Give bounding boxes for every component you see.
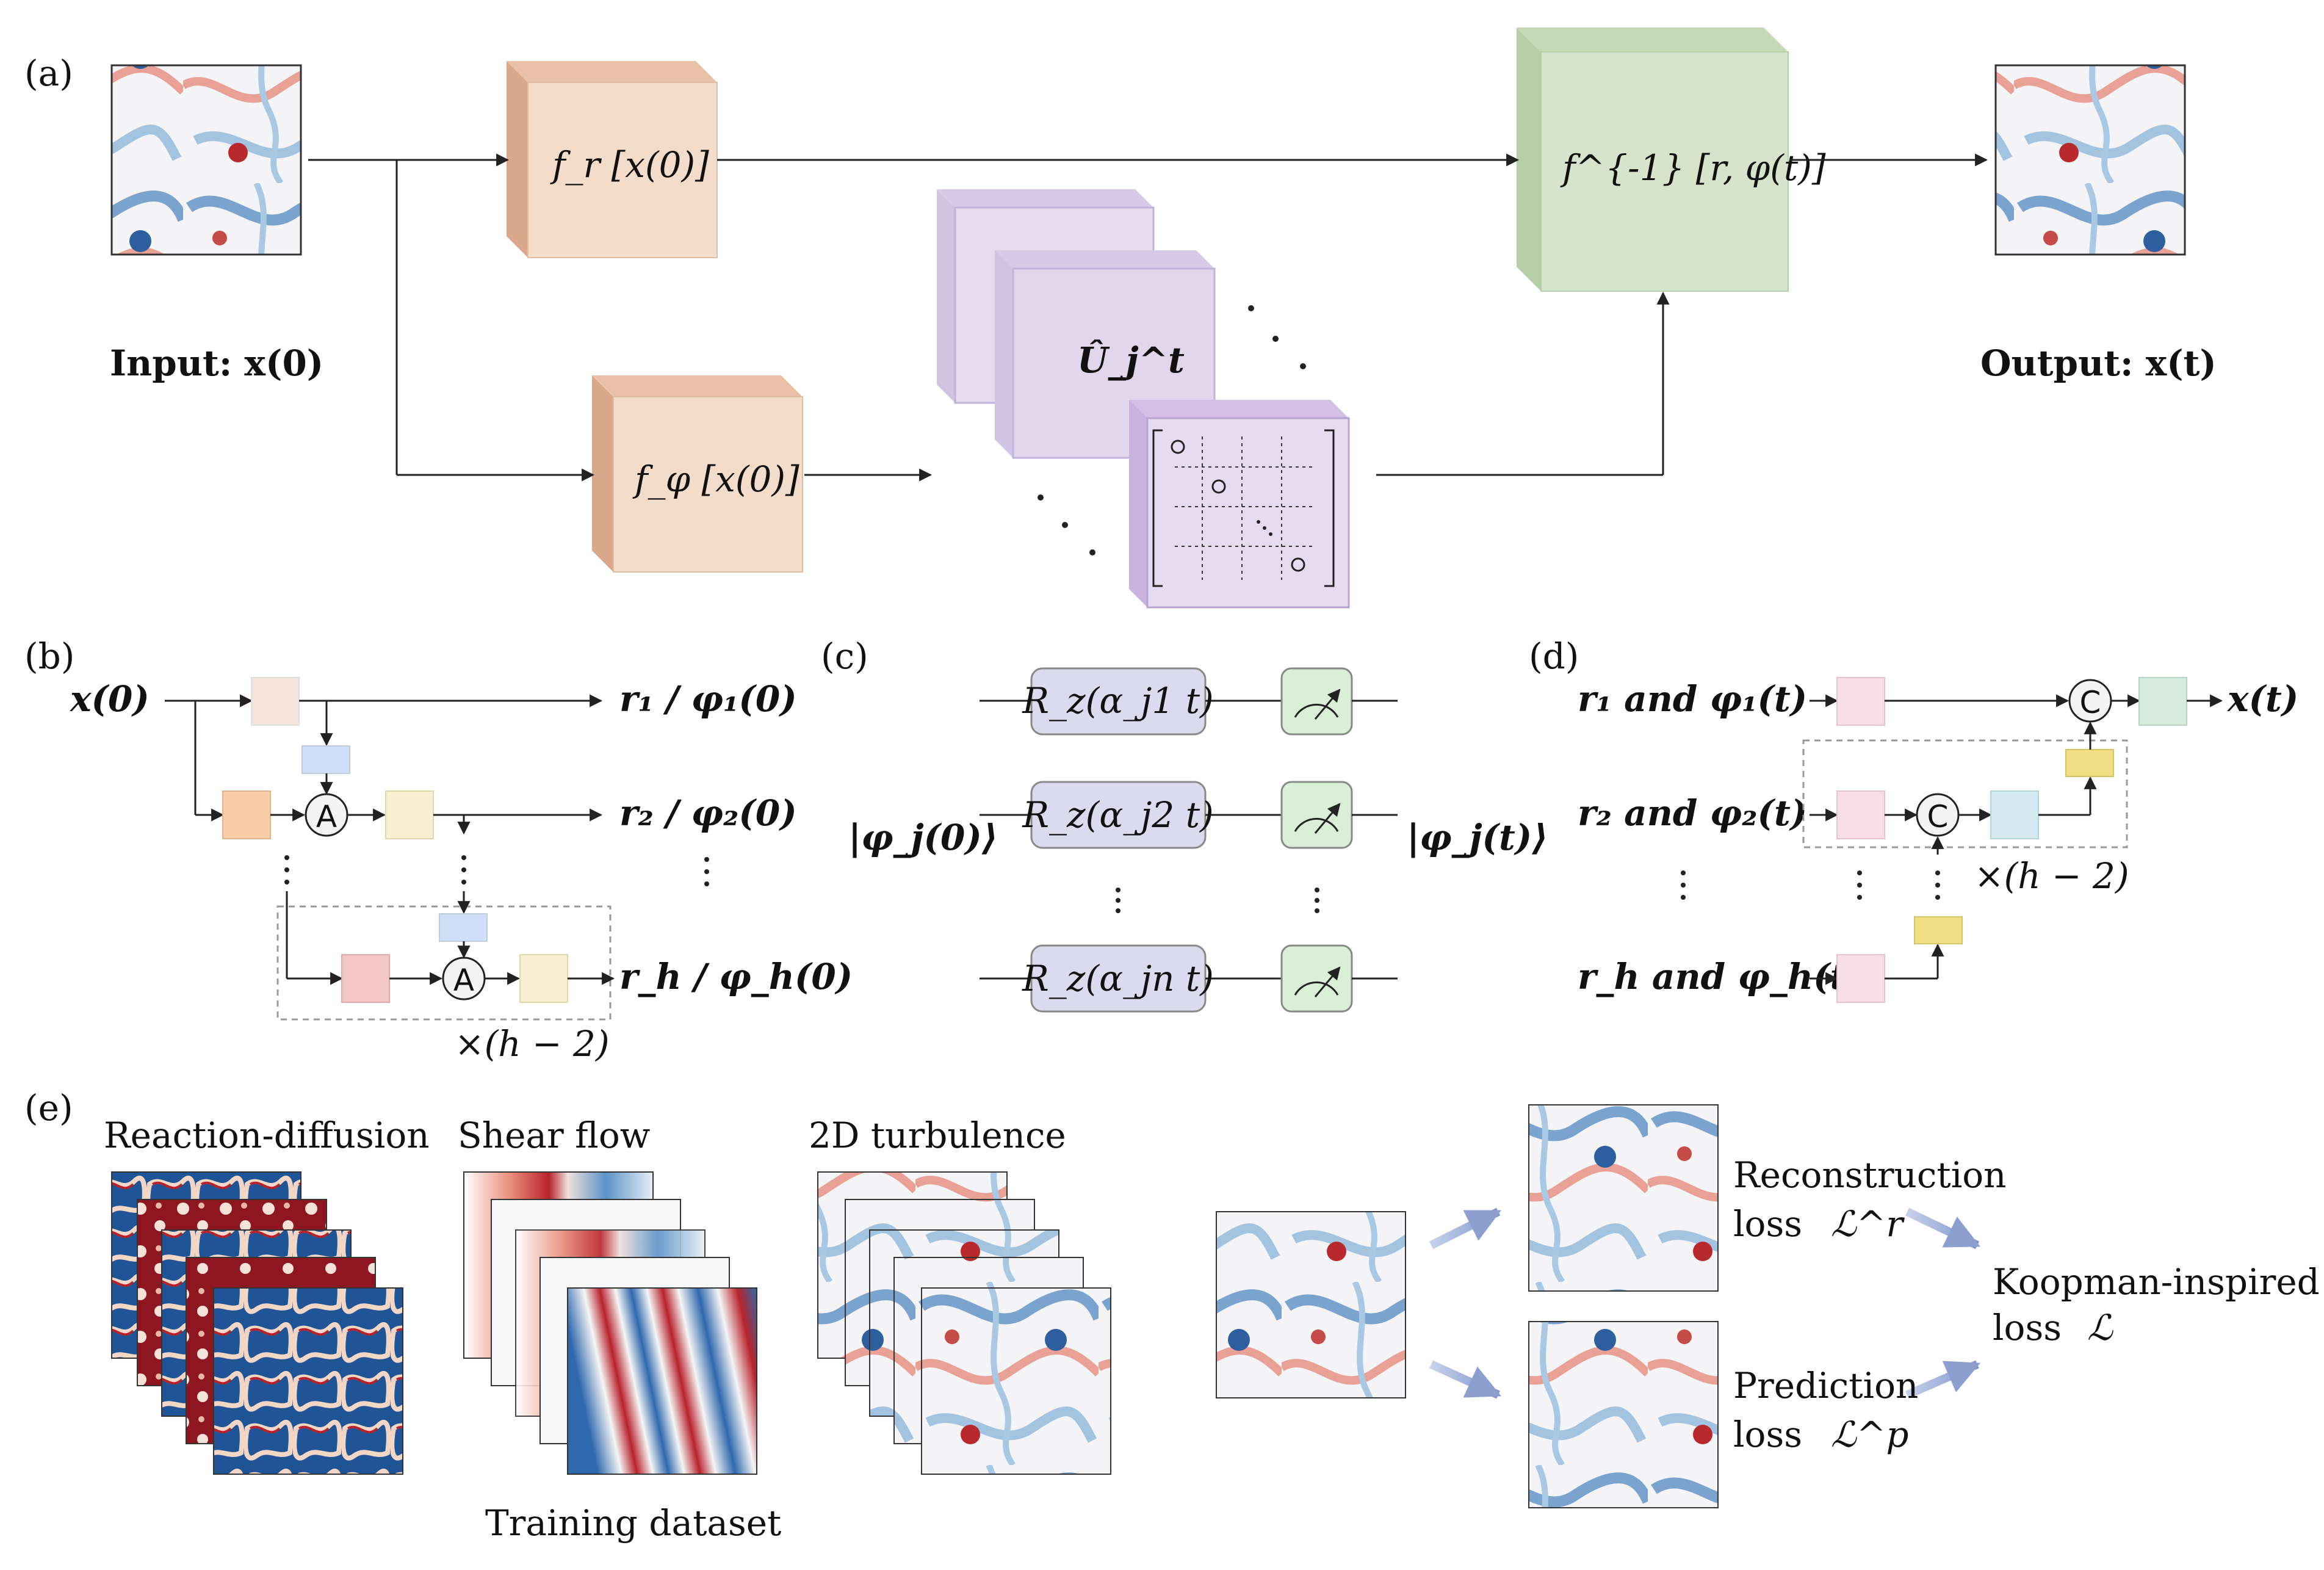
gate-1: R_z(α_j1 t): [1022, 680, 1213, 722]
koopman-loss-word: loss: [1993, 1307, 2062, 1348]
dataset-reaction-diffusion: Reaction-diffusion: [104, 1115, 430, 1156]
encoder-phi-label: f_φ [x(0)]: [632, 458, 799, 500]
panel-b-input: x(0): [69, 678, 150, 720]
dataset-shear-flow: Shear flow: [458, 1115, 650, 1156]
reconstruction-loss-word: loss: [1733, 1203, 1802, 1245]
koopman-loss-title: Koopman-inspired: [1993, 1261, 2320, 1303]
output-field-image: [1994, 64, 2186, 256]
panel-a-connections: [308, 153, 1988, 482]
concat-glyph-1: C: [2080, 685, 2101, 720]
panel-b-output-2: r₂ / φ₂(0): [619, 792, 797, 834]
encoder-phi-block: f_φ [x(0)]: [592, 375, 803, 573]
attention-glyph-2: A: [453, 963, 474, 998]
loss-diagram: [1216, 1104, 1981, 1508]
prediction-loss-title: Prediction: [1733, 1365, 1918, 1406]
reconstruction-loss-title: Reconstruction: [1733, 1154, 2007, 1196]
panel-d-input-2: r₂ and φ₂(t): [1578, 792, 1807, 834]
reaction-diffusion-stack: [111, 1171, 403, 1475]
panel-b-graph: A A: [165, 677, 709, 1021]
unitary-stack: Û_j^t: [937, 189, 1350, 609]
panel-c-tag: (c): [821, 635, 868, 677]
panel-d-graph: C C: [1681, 677, 2223, 1003]
koopman-loss-symbol: ℒ: [2087, 1307, 2113, 1348]
panel-b-repeat: ×(h − 2): [455, 1023, 610, 1065]
panel-a-tag: (a): [24, 52, 73, 94]
attention-glyph-1: A: [316, 799, 337, 834]
state-out: |φ_j(t)⟩: [1407, 817, 1548, 858]
unitary-label: Û_j^t: [1077, 339, 1185, 381]
turbulence-stack: [817, 1171, 1111, 1475]
decoder-label: f^{-1} [r, φ(t)]: [1560, 147, 1826, 189]
decoder-block: f^{-1} [r, φ(t)]: [1517, 27, 1826, 292]
encoder-r-label: f_r [x(0)]: [550, 144, 709, 186]
training-dataset-caption: Training dataset: [485, 1502, 781, 1544]
input-label: Input: x(0): [110, 342, 323, 384]
gate-n: R_z(α_jn t): [1022, 958, 1214, 999]
panel-d-tag: (d): [1529, 635, 1579, 677]
dataset-2d-turbulence: 2D turbulence: [809, 1115, 1066, 1156]
reconstruction-loss-symbol: ℒ^r: [1831, 1203, 1905, 1245]
panel-d-input-h: r_h and φ_h(t): [1578, 956, 1863, 997]
state-in: |φ_j(0)⟩: [848, 817, 998, 858]
panel-d-repeat: ×(h − 2): [1974, 855, 2129, 897]
panel-b-tag: (b): [24, 635, 74, 677]
encoder-r-block: f_r [x(0)]: [507, 61, 718, 258]
concat-glyph-2: C: [1927, 799, 1949, 834]
panel-e-tag: (e): [24, 1087, 73, 1129]
panel-d-output: x(t): [2226, 678, 2298, 720]
panel-b-output-h: r_h / φ_h(0): [619, 956, 853, 997]
input-field-image: [110, 64, 302, 256]
panel-d-input-1: r₁ and φ₁(t): [1578, 678, 1807, 720]
shear-flow-stack: [463, 1171, 757, 1475]
output-label: Output: x(t): [1980, 342, 2217, 384]
prediction-loss-word: loss: [1733, 1414, 1802, 1455]
prediction-loss-symbol: ℒ^p: [1831, 1414, 1909, 1455]
panel-b-output-1: r₁ / φ₁(0): [619, 678, 797, 720]
panel-c-circuit: [980, 667, 1398, 1013]
gate-2: R_z(α_j2 t): [1022, 794, 1213, 836]
